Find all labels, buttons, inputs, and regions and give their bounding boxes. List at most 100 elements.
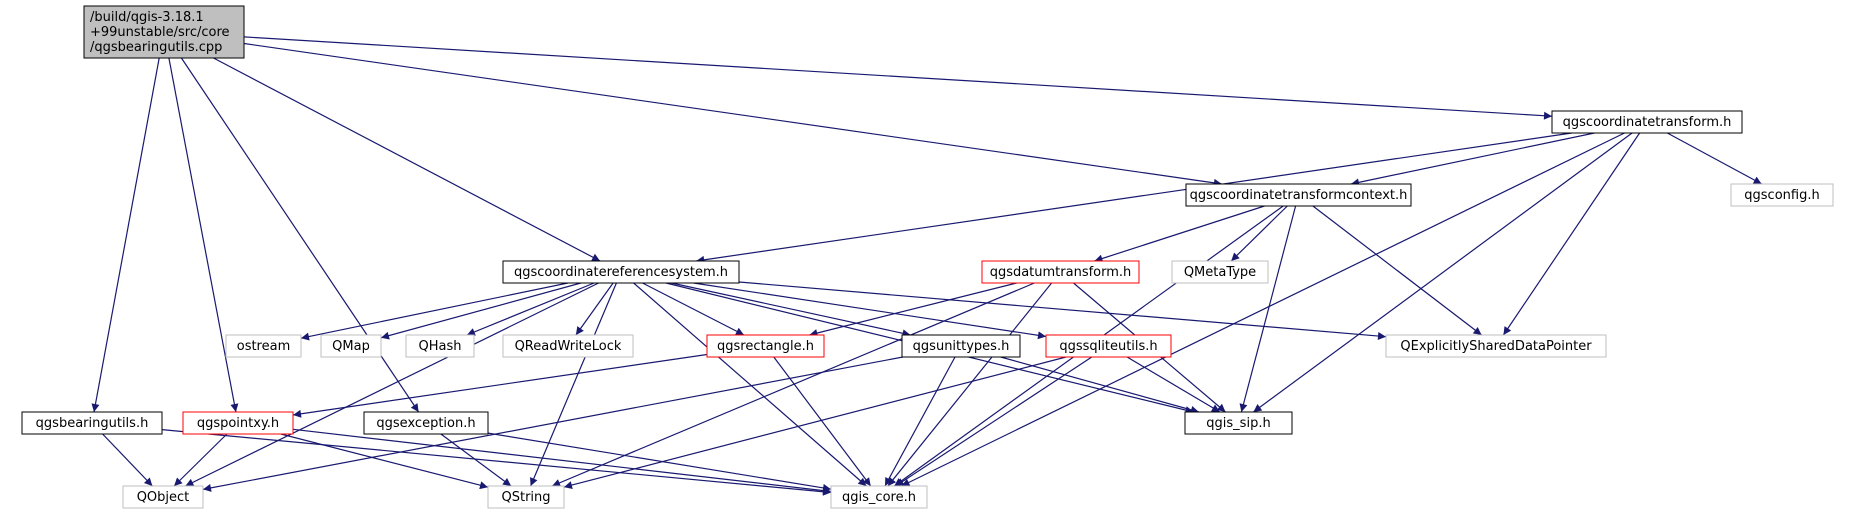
edges-layer — [91, 36, 1762, 496]
edge-root-to-crs — [213, 57, 601, 262]
edge-exception-to-qstring — [440, 433, 512, 487]
edge-root-to-coordinatetransform — [243, 36, 1553, 120]
edge-crs-to-qesdp — [738, 281, 1387, 341]
node-box — [502, 334, 634, 358]
edge-crs-to-qmap — [380, 282, 582, 340]
edge-sqliteutils-to-qgis_core — [895, 356, 1093, 487]
nodes-layer: /build/qgis-3.18.1+99unstable/src/core/q… — [21, 5, 1834, 509]
node-qmap[interactable]: QMap — [320, 334, 382, 358]
node-pointxy[interactable]: qgspointxy.h — [182, 411, 294, 435]
edge-crs-to-qobject — [185, 282, 599, 487]
node-qesdp[interactable]: QExplicitlySharedDataPointer — [1385, 334, 1607, 358]
edge-pointxy-to-qobject — [173, 433, 228, 487]
node-bearingutils_h[interactable]: qgsbearingutils.h — [21, 411, 163, 435]
edge-pointxy-to-qgis_core — [292, 428, 832, 495]
node-label: qgsrectangle.h — [717, 339, 814, 354]
node-label: ostream — [237, 339, 291, 354]
node-label: qgsunittypes.h — [913, 339, 1010, 354]
node-qobject[interactable]: QObject — [122, 485, 204, 509]
node-label: qgis_sip.h — [1206, 416, 1270, 431]
node-label: QString — [501, 490, 550, 505]
edge-root-to-exception — [180, 57, 420, 413]
node-label: QReadWriteLock — [515, 339, 622, 354]
node-label: qgsexception.h — [376, 416, 475, 431]
node-box — [122, 485, 204, 509]
node-qstring[interactable]: QString — [487, 485, 565, 509]
node-box — [1551, 110, 1743, 134]
edge-bearingutils_h-to-qgis_core — [161, 429, 832, 496]
edge-crs-to-ostream — [300, 282, 569, 341]
node-box — [320, 334, 382, 358]
node-sqliteutils[interactable]: qgssqliteutils.h — [1045, 334, 1172, 358]
node-qmetatype[interactable]: QMetaType — [1171, 260, 1269, 284]
edge-coordinatetransformcontext-to-qmetatype — [1230, 205, 1288, 262]
edge-sqliteutils-to-qstring — [563, 356, 1067, 489]
node-qreadwritelock[interactable]: QReadWriteLock — [502, 334, 634, 358]
edge-rectangle-to-pointxy — [292, 353, 708, 418]
node-label: qgssqliteutils.h — [1059, 339, 1157, 354]
node-label: qgscoordinatetransform.h — [1563, 115, 1732, 130]
node-label: qgsbearingutils.h — [36, 416, 149, 431]
node-coordinatetransformcontext[interactable]: qgscoordinatetransformcontext.h — [1185, 183, 1412, 207]
node-rectangle[interactable]: qgsrectangle.h — [706, 334, 825, 358]
edge-coordinatetransform-to-qgis_sip — [1253, 132, 1633, 413]
node-box — [1045, 334, 1172, 358]
edge-coordinatetransform-to-qgis_core — [901, 132, 1625, 487]
node-qhash[interactable]: QHash — [405, 334, 475, 358]
edge-coordinatetransform-to-crs — [696, 132, 1572, 264]
node-qgsconfig[interactable]: qgsconfig.h — [1730, 183, 1834, 207]
edge-crs-to-sqliteutils — [693, 282, 1047, 340]
node-qgis_core[interactable]: qgis_core.h — [830, 485, 928, 509]
node-label: qgscoordinatereferencesystem.h — [514, 265, 728, 280]
node-box — [981, 260, 1140, 284]
edge-coordinatetransform-to-coordinatetransformcontext — [1350, 132, 1595, 187]
edge-coordinatetransform-to-qgsconfig — [1667, 132, 1762, 185]
edge-coordinatetransformcontext-to-qgis_sip — [1239, 205, 1297, 413]
node-label: /qgsbearingutils.cpp — [90, 40, 222, 55]
node-box — [182, 411, 294, 435]
node-box — [405, 334, 475, 358]
node-ostream[interactable]: ostream — [225, 334, 302, 358]
edge-crs-to-unittypes — [671, 282, 911, 338]
edge-crs-to-qstring — [530, 282, 617, 487]
node-label: QHash — [419, 339, 462, 354]
node-box — [225, 334, 302, 358]
node-label: QMetaType — [1184, 265, 1256, 280]
node-label: qgspointxy.h — [197, 416, 279, 431]
node-box — [901, 334, 1021, 358]
node-crs[interactable]: qgscoordinatereferencesystem.h — [502, 260, 740, 284]
edge-pointxy-to-qstring — [280, 433, 489, 490]
node-datumtransform[interactable]: qgsdatumtransform.h — [981, 260, 1140, 284]
edge-unittypes-to-qgis_core — [884, 356, 956, 487]
node-label: QObject — [137, 490, 190, 505]
edge-root-to-coordinatetransformcontext — [243, 42, 1222, 187]
edge-unittypes-to-qobject — [202, 356, 904, 492]
node-box — [21, 411, 163, 435]
node-box — [83, 5, 245, 59]
node-label: qgscoordinatetransformcontext.h — [1190, 188, 1408, 203]
edge-coordinatetransformcontext-to-qesdp — [1312, 205, 1482, 336]
edge-datumtransform-to-qstring — [551, 282, 1035, 487]
edge-root-to-bearingutils_h — [91, 57, 160, 413]
edge-unittypes-to-qgis_sip — [1000, 356, 1200, 414]
edge-datumtransform-to-qgis_core — [887, 282, 1053, 487]
node-label: QExplicitlySharedDataPointer — [1400, 339, 1592, 354]
node-label: qgis_core.h — [842, 490, 916, 505]
node-box — [502, 260, 740, 284]
node-box — [1185, 183, 1412, 207]
edge-rectangle-to-qgis_core — [773, 356, 872, 487]
node-exception[interactable]: qgsexception.h — [363, 411, 489, 435]
node-box — [363, 411, 489, 435]
node-unittypes[interactable]: qgsunittypes.h — [901, 334, 1021, 358]
edge-exception-to-qgis_core — [487, 432, 832, 492]
node-qgis_sip[interactable]: qgis_sip.h — [1184, 411, 1293, 435]
node-label: /build/qgis-3.18.1 — [90, 10, 204, 25]
node-box — [706, 334, 825, 358]
node-box — [1385, 334, 1607, 358]
edge-sqliteutils-to-qgis_sip — [1126, 356, 1221, 413]
node-coordinatetransform[interactable]: qgscoordinatetransform.h — [1551, 110, 1743, 134]
node-box — [1171, 260, 1269, 284]
edge-datumtransform-to-rectangle — [809, 282, 1017, 337]
node-box — [487, 485, 565, 509]
